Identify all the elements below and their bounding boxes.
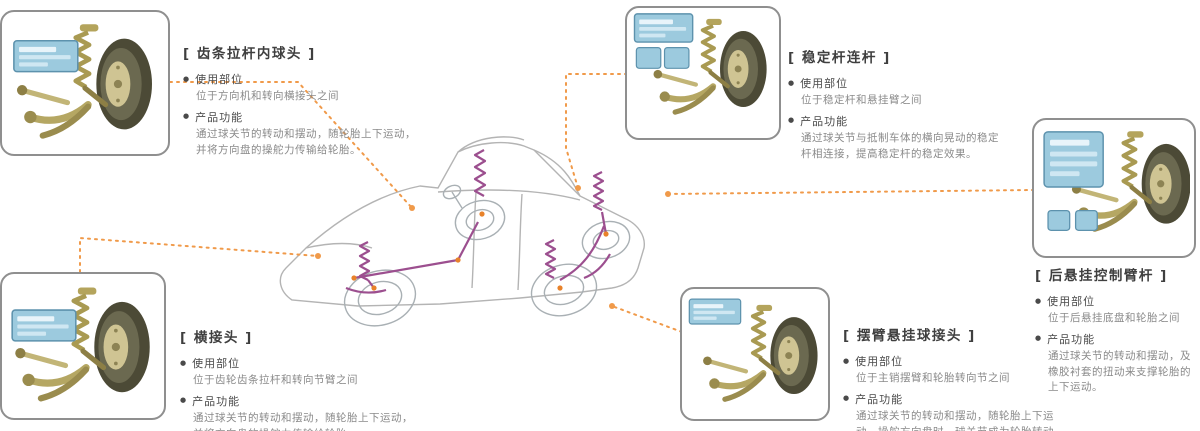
bullet-icon: ● xyxy=(1035,296,1042,305)
bullet-icon: ● xyxy=(788,116,795,125)
connector-rack-tie-rod xyxy=(169,81,413,209)
usage-label: 使用部位 xyxy=(192,357,241,370)
usage-text: 位于主销摆臂和轮胎转向节之间 xyxy=(856,372,1010,384)
part-photo-stabilizer-link xyxy=(625,6,781,140)
usage-text: 位于方向机和转向横接头之间 xyxy=(196,90,339,102)
function-label: 产品功能 xyxy=(855,392,904,406)
usage-label: 使用部位 xyxy=(1047,295,1096,308)
bullet-icon: ● xyxy=(183,74,190,83)
function-text: 通过球关节的转动和摆动，随轮胎上下运动，并将方向盘的操舵力传输给轮胎。 xyxy=(196,127,416,156)
function-text: 通过球关节与抵制车体的横向晃动的稳定杆相连接，提高稳定杆的稳定效果。 xyxy=(801,131,999,160)
bullet-icon: ● xyxy=(180,396,187,405)
part-photo-rack-tie-rod-inner xyxy=(0,10,170,156)
part-photo-rear-control-arm xyxy=(1032,118,1196,258)
function-text: 通过球关节的转动和摆动，随轮胎上下运动，并将方向盘的操舵力传输给轮胎。 xyxy=(193,411,413,431)
suspension-parts xyxy=(345,149,611,294)
bullet-icon: ● xyxy=(788,78,795,87)
connector-tie-rod-end xyxy=(79,236,319,273)
callout-title: [ 横接头 ] xyxy=(180,330,253,346)
callout-tie-rod-end: [ 横接头 ] ● 使用部位 位于齿轮齿条拉杆和转向节臂之间 ● 产品功能 通过… xyxy=(180,326,420,431)
part-photo-tie-rod-end xyxy=(0,272,166,420)
usage-text: 位于稳定杆和悬挂臂之间 xyxy=(801,94,922,106)
function-label: 产品功能 xyxy=(1047,332,1096,346)
function-label: 产品功能 xyxy=(195,110,244,124)
connector-stabilizer-link xyxy=(565,73,628,189)
usage-label: 使用部位 xyxy=(855,355,904,368)
bullet-icon: ● xyxy=(843,394,850,403)
connector-rear-control-arm xyxy=(667,189,1033,195)
car-chassis-illustration xyxy=(262,92,702,356)
car-body-outline xyxy=(279,136,645,307)
bullet-icon: ● xyxy=(1035,334,1042,343)
callout-stabilizer-link: [ 稳定杆连杆 ] ● 使用部位 位于稳定杆和悬挂臂之间 ● 产品功能 通过球关… xyxy=(788,46,1003,166)
callout-title: [ 摆臂悬挂球接头 ] xyxy=(843,328,976,344)
usage-text: 位于齿轮齿条拉杆和转向节臂之间 xyxy=(193,374,358,386)
callout-rack-tie-rod: [ 齿条拉杆内球头 ] ● 使用部位 位于方向机和转向横接头之间 ● 产品功能 … xyxy=(183,42,423,162)
callout-title: [ 齿条拉杆内球头 ] xyxy=(183,46,316,62)
callout-title: [ 稳定杆连杆 ] xyxy=(788,50,891,66)
usage-label: 使用部位 xyxy=(195,73,244,86)
bullet-icon: ● xyxy=(843,356,850,365)
usage-text: 位于后悬挂底盘和轮胎之间 xyxy=(1048,312,1180,324)
function-text: 通过球关节的转动和摆动，及橡胶衬套的扭动来支撑轮胎的上下运动。 xyxy=(1048,349,1191,394)
function-label: 产品功能 xyxy=(800,114,849,128)
callout-title: [ 后悬挂控制臂杆 ] xyxy=(1035,268,1168,284)
connector-swing-arm-joint xyxy=(611,305,683,333)
bullet-icon: ● xyxy=(183,112,190,121)
callout-rear-control-arm: [ 后悬挂控制臂杆 ] ● 使用部位 位于后悬挂底盘和轮胎之间 ● 产品功能 通… xyxy=(1035,264,1200,400)
usage-label: 使用部位 xyxy=(800,77,849,90)
car-wheels xyxy=(343,184,631,327)
joint-markers xyxy=(351,211,609,291)
function-label: 产品功能 xyxy=(192,394,241,408)
bullet-icon: ● xyxy=(180,358,187,367)
part-photo-swing-arm-joint xyxy=(680,287,830,421)
function-text: 通过球关节的转动和摆动，随轮胎上下运动，操舵方向盘时，球关节成为轮胎转动的中心。 xyxy=(856,409,1054,431)
callout-swing-arm-joint: [ 摆臂悬挂球接头 ] ● 使用部位 位于主销摆臂和轮胎转向节之间 ● 产品功能… xyxy=(843,324,1063,431)
